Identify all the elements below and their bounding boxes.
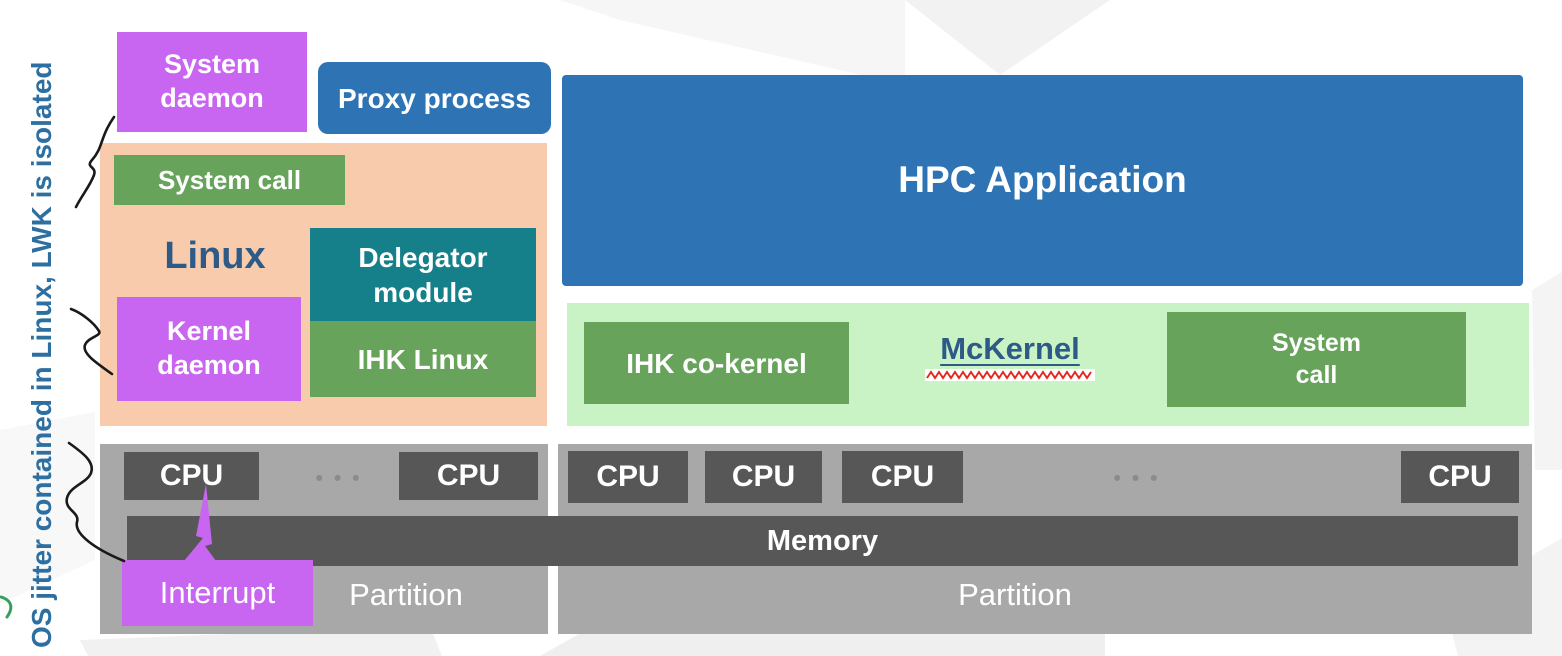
partition-label: Partition [958, 577, 1072, 612]
linux-os-label: Linux [164, 234, 266, 277]
ihk-linux-box: IHK Linux [310, 321, 536, 397]
cpu-box: CPU [399, 452, 538, 500]
cpu-box: CPU [568, 451, 688, 503]
ihk-co-kernel-box: IHK co-kernel [584, 322, 849, 404]
kernel-daemon-box: Kernel daemon [117, 297, 301, 401]
hpc-application-box: HPC Application [562, 75, 1523, 286]
cpu-box: CPU [705, 451, 822, 503]
linux-system-call-box: System call [114, 155, 345, 205]
mckernel-os-label: McKernel [940, 331, 1080, 366]
cpu-box: CPU [842, 451, 963, 503]
ellipsis-icon: ••• [315, 467, 371, 490]
interrupt-box: Interrupt [122, 560, 313, 626]
corner-decoration [0, 595, 13, 619]
partition-label: Partition [349, 577, 463, 612]
cpu-box: CPU [124, 452, 259, 500]
system-daemon-box: System daemon [117, 32, 307, 132]
delegator-module-box: Delegator module [310, 228, 536, 321]
mckernel-system-call-box: System call [1167, 312, 1466, 407]
cpu-box: CPU [1401, 451, 1519, 503]
mckernel-os-label-block: McKernel [895, 331, 1125, 381]
spellcheck-squiggle-icon [925, 369, 1095, 381]
side-note-label: OS jitter contained in Linux, LWK is iso… [26, 61, 57, 648]
ellipsis-icon: ••• [1113, 467, 1169, 490]
proxy-process-box: Proxy process [318, 62, 551, 134]
memory-bar: Memory [127, 516, 1518, 566]
